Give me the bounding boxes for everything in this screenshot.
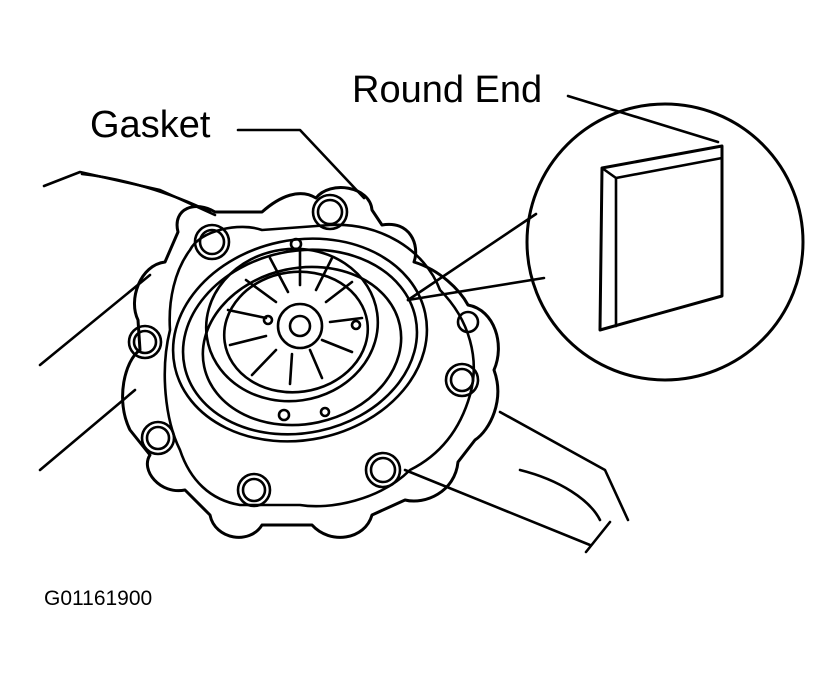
round-end-leader-line [568,96,718,142]
impeller-vane [246,280,276,302]
gasket-ring [154,216,446,465]
impeller-vane [326,282,352,302]
bolt-hole [366,453,400,487]
bolt-hole [142,422,174,454]
pump-housing-inner-rim [165,225,474,506]
impeller-vane [252,350,276,375]
impeller-vane [228,310,266,318]
gasket-label: Gasket [90,104,211,146]
bolt-holes [129,195,478,506]
impeller-vane [310,350,322,378]
magnifier-circle [527,104,803,380]
impeller-shaft [290,316,310,336]
impeller-vane [330,318,362,322]
impeller-vane [290,354,292,384]
engine-block-lines [40,172,628,552]
callout-pointer-top [408,214,536,300]
bolt-hole [129,326,161,358]
callout-pointer-bottom [408,278,544,300]
bolt-hole [458,312,478,332]
bolt-hole [313,195,347,229]
round-end-label: Round End [352,69,543,111]
impeller-vane [316,258,332,290]
impeller-vane [230,336,266,345]
bolt-hole [238,474,270,506]
round-end-callout [408,104,803,380]
bolt-hole [446,364,478,396]
gasket-leader-line [238,130,364,198]
impeller-hub [278,304,322,348]
impeller [196,238,387,420]
bolt-hole [195,225,229,259]
gasket-round-end [600,146,722,330]
impeller-vane [322,340,352,352]
figure-code: G01161900 [44,587,153,610]
impeller-vane [270,258,288,292]
